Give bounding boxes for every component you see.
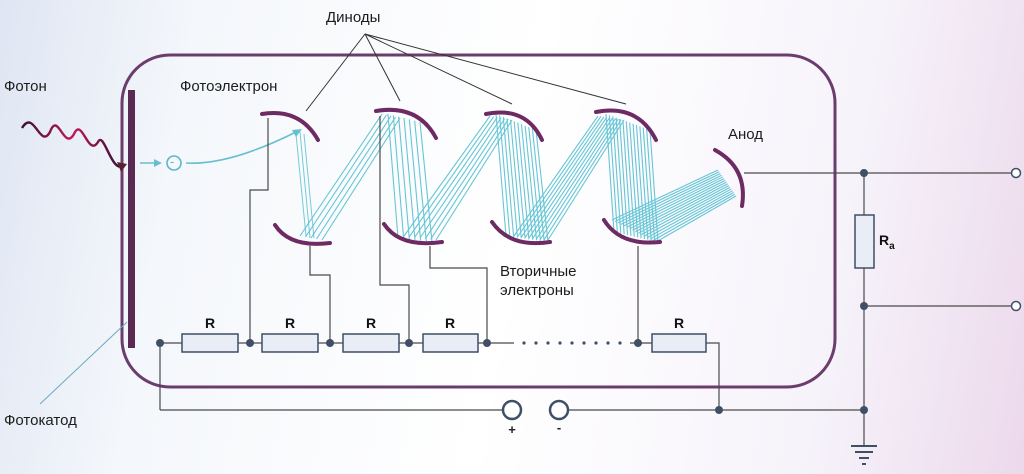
photon-arrowhead bbox=[117, 162, 127, 172]
photoelectron-label: Фотоэлектрон bbox=[180, 78, 278, 95]
load-resistor bbox=[854, 214, 875, 269]
anode-label: Анод bbox=[728, 126, 764, 143]
resistor-5 bbox=[651, 333, 707, 353]
power-terminal-plus bbox=[501, 399, 523, 421]
dynode-4-top bbox=[594, 108, 658, 142]
plus-sign: + bbox=[508, 422, 516, 437]
load-resistor-label-main: R bbox=[879, 232, 890, 248]
resistor-5-label: R bbox=[673, 315, 685, 331]
dynode-1-bottom bbox=[273, 223, 332, 246]
secondary-electron-beams bbox=[299, 113, 737, 243]
photon-label: Фотон bbox=[4, 78, 47, 95]
resistor-2-label: R bbox=[284, 315, 296, 331]
dynode-1-top bbox=[260, 111, 320, 142]
resistor-4 bbox=[422, 333, 479, 353]
dynode-3-bottom bbox=[490, 220, 552, 246]
photon-wave bbox=[20, 121, 125, 168]
photocathode-pointer bbox=[39, 321, 128, 405]
resistor-2 bbox=[261, 333, 319, 353]
junction-nodes bbox=[156, 169, 868, 414]
electron-icon bbox=[166, 155, 182, 171]
tube-envelope bbox=[120, 53, 837, 389]
minus-sign: - bbox=[556, 420, 562, 435]
resistor-1 bbox=[181, 333, 239, 353]
dynode-2-bottom bbox=[382, 222, 444, 246]
load-resistor-label-sub: a bbox=[889, 240, 895, 252]
resistor-4-label: R bbox=[444, 315, 456, 331]
dynode-2-top bbox=[374, 107, 438, 140]
load-resistor-label: Ra bbox=[879, 232, 895, 255]
resistor-3-label: R bbox=[365, 315, 377, 331]
ellipsis-dots bbox=[522, 341, 622, 345]
secondary-electrons-label-line2: электроны bbox=[500, 282, 574, 299]
anode bbox=[713, 148, 745, 208]
ground-icon bbox=[851, 445, 877, 465]
resistor-3 bbox=[342, 333, 400, 353]
power-terminal-minus bbox=[548, 399, 570, 421]
secondary-electrons-label-line1: Вторичные bbox=[500, 263, 577, 280]
electron-beams bbox=[295, 131, 315, 239]
output-terminal-top bbox=[1010, 167, 1022, 179]
resistor-1-label: R bbox=[204, 315, 216, 331]
dynode-4-bottom bbox=[602, 218, 662, 245]
dynode-leads bbox=[249, 116, 639, 343]
photocathode-label: Фотокатод bbox=[4, 412, 77, 429]
dynodes-label: Диноды bbox=[326, 9, 381, 26]
resistors bbox=[181, 214, 875, 353]
dynode-3-top bbox=[484, 110, 544, 142]
electron-symbol: - bbox=[170, 154, 175, 169]
photoelectron-path bbox=[185, 131, 297, 164]
dynodes bbox=[260, 107, 745, 246]
output-wiring bbox=[159, 172, 1012, 445]
dynodes-pointer-lines bbox=[305, 33, 627, 112]
output-terminal-bottom bbox=[1010, 300, 1022, 312]
photocathode-plate bbox=[128, 90, 135, 348]
